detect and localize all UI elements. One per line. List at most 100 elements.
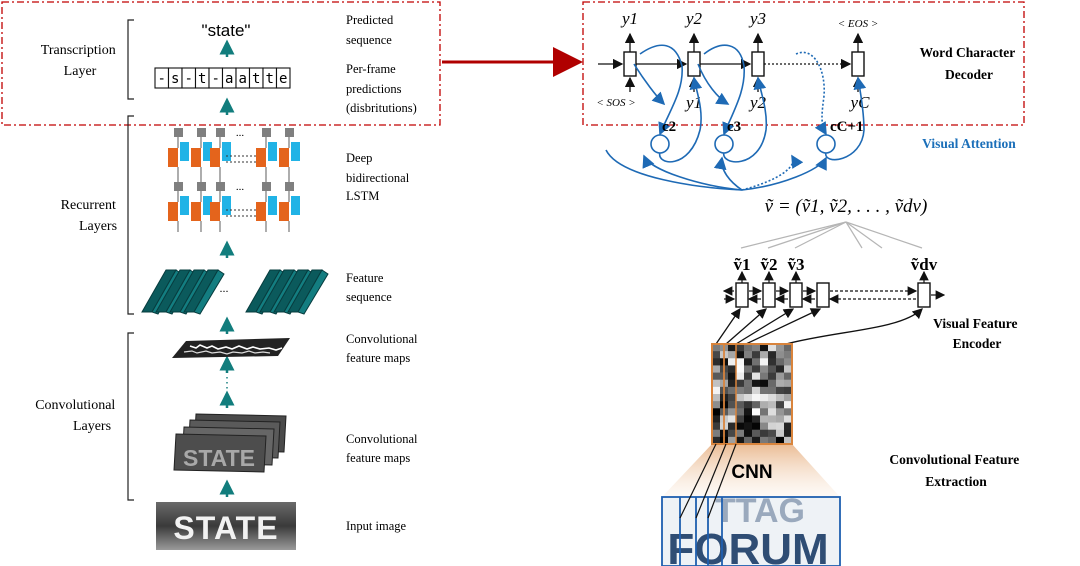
cnn-cell [736,408,745,416]
lstm-backward-cell [222,196,231,215]
frame-char: t [198,71,206,87]
cnn-cell [776,358,785,366]
cnn-cell [760,429,769,438]
context-c3: c3 [727,119,741,135]
lstm-gate [262,128,271,137]
lstm-forward-cell [191,148,201,167]
cnn-cell [760,408,769,416]
v-label-dv: ṽdv [911,255,938,274]
cnn-cell [728,394,737,402]
convolutional-layers-label: Convolutional Layers [35,398,119,434]
cnn-cell [776,372,785,381]
encoder-cell-2 [762,282,776,308]
cnn-cell [784,394,793,402]
cnn-cell [752,436,761,445]
cnn-cell [736,436,745,445]
cnn-cell [736,401,745,409]
recurrent-bracket [127,115,134,315]
cnn-cell [712,344,721,352]
cnn-cell [712,365,721,373]
lstm-forward-cell [210,202,220,221]
cnn-cell [744,386,753,395]
encoder-label: Visual Feature Encoder [933,316,1021,351]
decoder-arrows [598,32,864,92]
cnn-cell [712,358,721,366]
cnn-cell [776,386,785,395]
frame-char: a [239,71,247,87]
extraction-label: Convolutional Feature Extraction [889,452,1022,489]
cnn-cell [712,436,721,445]
frame-char: e [279,71,287,87]
lstm-backward-cell [291,196,300,215]
cnn-fan [662,444,840,497]
frame-char: - [185,71,193,87]
cnn-cell [760,436,769,445]
cnn-cell [744,394,753,402]
attention-circles [650,134,836,154]
frame-char: - [158,71,166,87]
desc-predicted: Predicted sequence [346,13,396,47]
cnn-cell [712,422,721,431]
v-fan-lines [740,221,923,249]
lstm-gate [216,128,225,137]
cnn-cell [784,401,793,409]
lstm-backward-cell [180,142,189,161]
context-cc1: cC+1 [830,119,864,135]
cnn-cell [744,422,753,431]
cnn-cell [736,422,745,431]
cnn-cell [768,386,777,395]
frame-char: t [252,71,260,87]
cnn-cell [736,415,745,423]
cnn-cell [784,351,793,359]
cnn-cell [712,415,721,423]
cnn-cell [752,408,761,416]
cnn-cell [768,415,777,423]
lstm-backward-cell [222,142,231,161]
cnn-cell [784,372,793,381]
cnn-cell [760,386,769,395]
cnn-cell [744,401,753,409]
encoder-arrows [722,270,946,304]
cnn-cell [784,436,793,445]
encoder-cell-3 [789,282,803,308]
output-y1: y1 [620,9,638,28]
v-label-1: ṽ1 [734,255,751,274]
cnn-cell [760,394,769,402]
cnn-cell [776,415,785,423]
lstm-forward-cell [210,148,220,167]
predicted-output: "state" [202,21,251,40]
recurrent-layers-label: Recurrent Layers [61,198,120,234]
cnn-cell [784,344,793,352]
v-labels: ṽ1 ṽ2 ṽ3 ṽdv [734,255,938,274]
cnn-cell [784,429,793,438]
convolutional-bracket [127,332,134,501]
encoder-cell-last [917,282,931,308]
cnn-cell [784,365,793,373]
cnn-cell [768,351,777,359]
output-eos: < EOS > [838,18,879,30]
cnn-cell [752,386,761,395]
cnn-cell [752,422,761,431]
output-y2: y2 [684,9,703,28]
cnn-cell [744,429,753,438]
cnn-cell [712,429,721,438]
cnn-cell [712,386,721,395]
cnn-cell [776,408,785,416]
desc-input-image: Input image [346,519,407,533]
cnn-cell [768,436,777,445]
input-y1: y1 [684,93,702,112]
lstm-backward-cell [291,142,300,161]
lstm-gate [174,128,183,137]
lstm-backward-cell [203,196,212,215]
lstm-gate [262,182,271,191]
cnn-cell [760,379,769,388]
cnn-cell [736,394,745,402]
attention-input-word: FORUM [667,525,828,566]
attention-node-3 [816,134,836,154]
cnn-cell [760,401,769,409]
decoder-inputs: < SOS > y1 y2 yC [596,93,870,112]
cnn-cell [768,379,777,388]
cnn-cell [712,401,721,409]
cnn-to-encoder-lines [715,307,923,345]
